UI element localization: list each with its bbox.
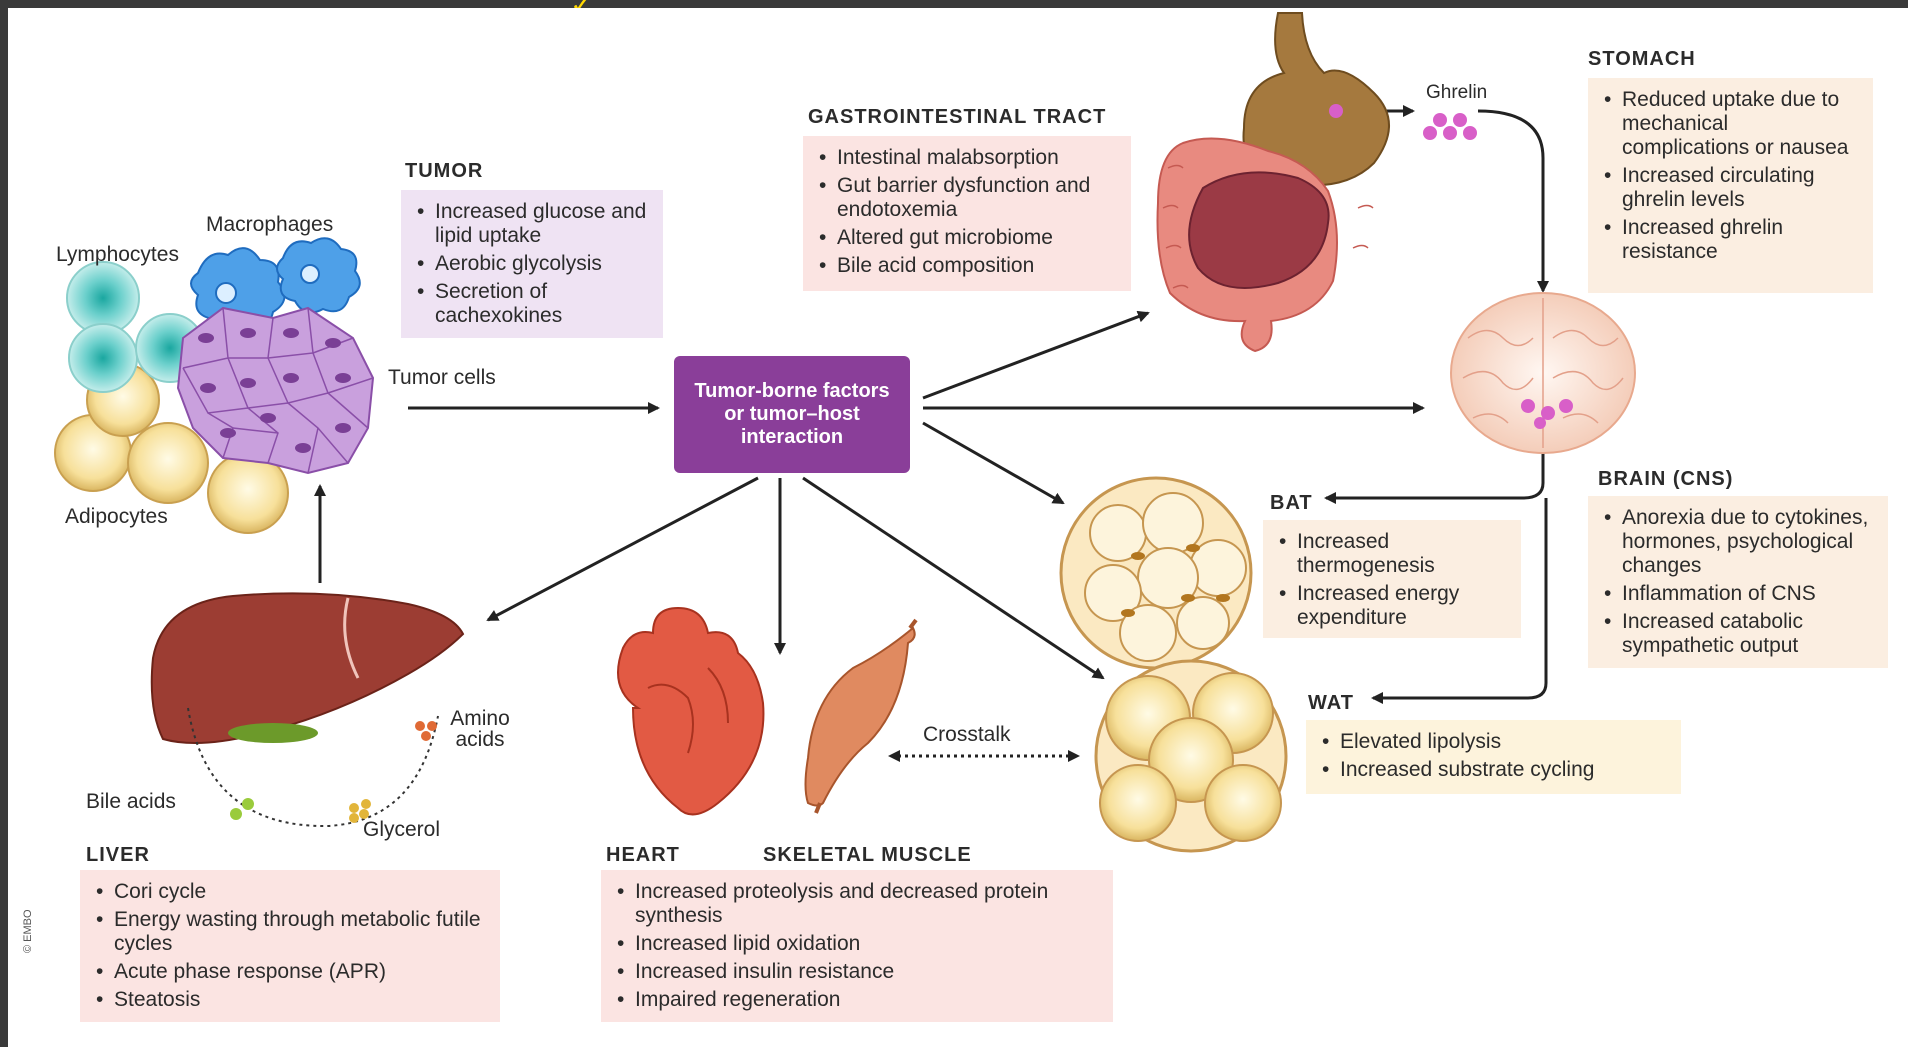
tumor-item: Aerobic glycolysis bbox=[413, 252, 651, 276]
macrophages-label: Macrophages bbox=[206, 213, 333, 237]
gi-item: Gut barrier dysfunction and endotoxemia bbox=[815, 174, 1119, 222]
arrow-center-to-gi bbox=[923, 313, 1148, 398]
stomach-item: Increased ghrelin resistance bbox=[1600, 216, 1861, 264]
heart-illustration bbox=[618, 608, 763, 814]
wat-item: Increased substrate cycling bbox=[1318, 758, 1669, 782]
gi-heading: GASTROINTESTINAL TRACT bbox=[808, 106, 1106, 129]
bat-illustration bbox=[1061, 478, 1251, 668]
bile-acid-dots bbox=[230, 798, 254, 820]
muscle-item: Increased proteolysis and decreased prot… bbox=[613, 880, 1101, 928]
arrow-brain-to-bat bbox=[1326, 448, 1543, 498]
brain-item: Increased catabolic sympathetic output bbox=[1600, 610, 1876, 658]
glycerol-label: Glycerol bbox=[363, 818, 440, 842]
ghrelin-dot-stomach bbox=[1329, 104, 1343, 118]
gi-item: Altered gut microbiome bbox=[815, 226, 1119, 250]
brain-item: Anorexia due to cytokines, hormones, psy… bbox=[1600, 506, 1876, 578]
stomach-box: Reduced uptake due to mechanical complic… bbox=[1588, 78, 1873, 293]
arrow-center-to-liver bbox=[488, 478, 758, 620]
wat-box: Elevated lipolysis Increased substrate c… bbox=[1306, 720, 1681, 794]
bat-box: Increased thermogenesis Increased energy… bbox=[1263, 520, 1521, 638]
muscle-item: Increased lipid oxidation bbox=[613, 932, 1101, 956]
liver-box: Cori cycle Energy wasting through metabo… bbox=[80, 870, 500, 1022]
brain-heading: BRAIN (CNS) bbox=[1598, 468, 1733, 491]
heart-heading: HEART bbox=[606, 844, 680, 867]
gi-box: Intestinal malabsorption Gut barrier dys… bbox=[803, 136, 1131, 291]
muscle-item: Impaired regeneration bbox=[613, 988, 1101, 1012]
tumor-item: Increased glucose and lipid uptake bbox=[413, 200, 651, 248]
gi-tract-illustration bbox=[1158, 13, 1390, 351]
tumor-box: Increased glucose and lipid uptake Aerob… bbox=[401, 190, 663, 338]
stomach-heading: STOMACH bbox=[1588, 48, 1696, 71]
brain-illustration bbox=[1451, 293, 1635, 453]
liver-illustration bbox=[152, 593, 463, 826]
skeletal-muscle-illustration bbox=[806, 620, 917, 813]
wat-heading: WAT bbox=[1308, 692, 1354, 715]
arrow-center-to-bat bbox=[923, 423, 1063, 503]
bile-acids-label: Bile acids bbox=[86, 790, 176, 814]
muscle-box: Increased proteolysis and decreased prot… bbox=[601, 870, 1113, 1022]
adipocytes-label: Adipocytes bbox=[65, 505, 168, 529]
window-top-strip bbox=[0, 0, 1908, 8]
muscle-item: Increased insulin resistance bbox=[613, 960, 1101, 984]
tumor-cells-illustration bbox=[178, 308, 373, 473]
gi-item: Intestinal malabsorption bbox=[815, 146, 1119, 170]
tumor-cells-label: Tumor cells bbox=[388, 366, 496, 390]
liver-item: Cori cycle bbox=[92, 880, 488, 904]
liver-heading: LIVER bbox=[86, 844, 150, 867]
ghrelin-label: Ghrelin bbox=[1426, 82, 1487, 104]
liver-item: Energy wasting through metabolic futile … bbox=[92, 908, 488, 956]
wat-illustration bbox=[1096, 661, 1286, 851]
liver-item: Steatosis bbox=[92, 988, 488, 1012]
bat-item: Increased thermogenesis bbox=[1275, 530, 1509, 578]
lymphocytes-label: Lymphocytes bbox=[56, 243, 179, 267]
center-tumor-borne-factors-box: Tumor-borne factors or tumor–host intera… bbox=[674, 356, 910, 473]
liver-item: Acute phase response (APR) bbox=[92, 960, 488, 984]
tumor-heading: TUMOR bbox=[405, 160, 483, 183]
arrow-center-to-wat bbox=[803, 478, 1103, 678]
bat-item: Increased energy expenditure bbox=[1275, 582, 1509, 630]
gi-item: Bile acid composition bbox=[815, 254, 1119, 278]
tumor-cluster-illustration bbox=[55, 238, 373, 533]
skeletal-muscle-heading: SKELETAL MUSCLE bbox=[763, 844, 972, 867]
brain-item: Inflammation of CNS bbox=[1600, 582, 1876, 606]
stomach-item: Reduced uptake due to mechanical complic… bbox=[1600, 88, 1861, 160]
bat-heading: BAT bbox=[1270, 492, 1313, 515]
arrow-ghrelin-to-brain bbox=[1478, 111, 1543, 291]
ghrelin-dots bbox=[1423, 113, 1477, 140]
credit-label: © EMBO bbox=[22, 909, 34, 953]
diagram-canvas: Tumor-borne factors or tumor–host intera… bbox=[8, 8, 1908, 1047]
brain-box: Anorexia due to cytokines, hormones, psy… bbox=[1588, 496, 1888, 668]
tumor-item: Secretion of cachexokines bbox=[413, 280, 651, 328]
amino-acids-label: Amino acids bbox=[440, 708, 520, 750]
stomach-item: Increased circulating ghrelin levels bbox=[1600, 164, 1861, 212]
wat-item: Elevated lipolysis bbox=[1318, 730, 1669, 754]
crosstalk-label: Crosstalk bbox=[923, 723, 1011, 747]
